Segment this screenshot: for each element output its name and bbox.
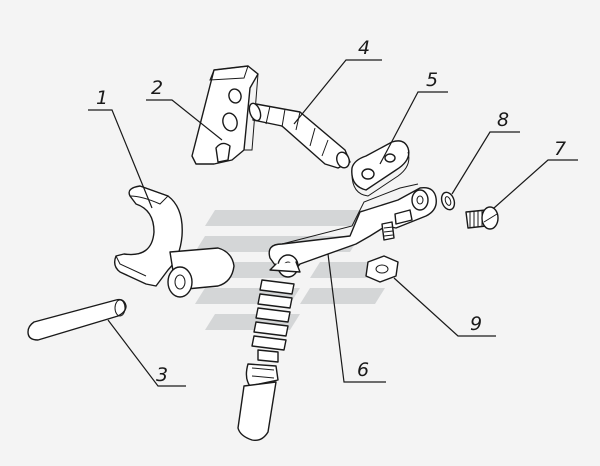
leader-lines (88, 59, 578, 387)
part-8-washer (440, 191, 456, 211)
part-7-screw (465, 206, 499, 230)
callout-9: 9 (470, 313, 482, 335)
callout-4: 4 (358, 37, 370, 59)
callout-1: 1 (96, 87, 108, 109)
callout-5: 5 (426, 69, 438, 91)
leader-9 (393, 277, 496, 337)
callout-7: 7 (554, 138, 566, 160)
callout-3: 3 (156, 364, 168, 386)
part-3-pin (27, 298, 127, 341)
callout-2: 2 (151, 77, 163, 99)
leader-3 (107, 319, 186, 387)
leader-7 (493, 159, 578, 209)
part-1-fork (113, 185, 235, 298)
leader-6 (327, 253, 386, 383)
part-9-nut (365, 255, 399, 283)
part-2-bracket-plate (191, 65, 259, 165)
part-6-lever-assembly (237, 183, 437, 442)
leader-5 (379, 91, 448, 165)
leader-2 (146, 99, 223, 141)
part-5-lever-plate (351, 140, 410, 197)
callout-8: 8 (497, 109, 509, 131)
leader-1 (88, 109, 153, 209)
callout-6: 6 (357, 359, 369, 381)
part-4-shaft (248, 102, 351, 169)
leader-8 (451, 131, 520, 195)
leader-4 (293, 59, 382, 125)
